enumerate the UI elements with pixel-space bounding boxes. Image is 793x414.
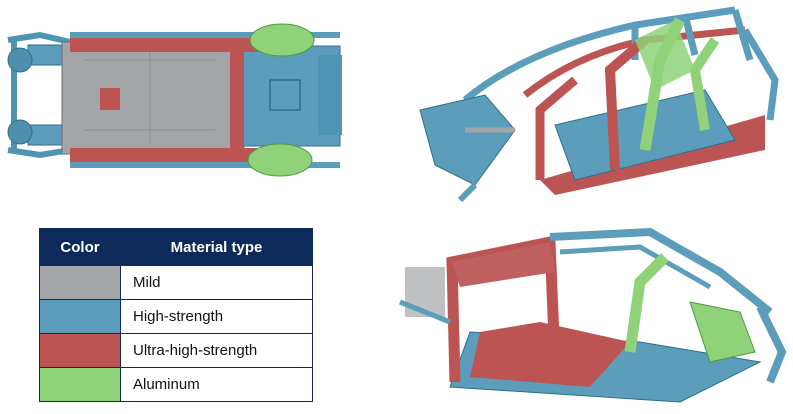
- legend-material-label: High-strength: [120, 299, 313, 334]
- b-pillar: [604, 36, 649, 171]
- tunnel-member: [100, 88, 120, 110]
- legend-header-material: Material type: [120, 228, 313, 266]
- side-sill-bottom: [70, 162, 340, 168]
- legend-color-swatch: [39, 299, 121, 334]
- shock-tower-bottom-aluminum: [247, 143, 313, 177]
- side-sill-top: [70, 32, 340, 38]
- isometric-body-view-rear: [399, 227, 787, 403]
- cross-member: [230, 52, 244, 148]
- legend-material-label: Ultra-high-strength: [120, 333, 313, 368]
- legend-color-swatch: [39, 265, 121, 300]
- legend-row: High-strength: [39, 299, 313, 334]
- legend-material-label: Mild: [120, 265, 313, 300]
- floor-panel-mild: [61, 41, 245, 155]
- isometric-body-view-front: [419, 6, 779, 203]
- roof-rail-front: [462, 6, 736, 103]
- top-view-body-diagram: [7, 23, 342, 177]
- rocker-rail-top: [70, 38, 270, 52]
- a-pillar: [535, 76, 578, 180]
- shock-tower-top-aluminum: [249, 23, 315, 57]
- legend-color-swatch: [39, 333, 121, 368]
- roof-rail: [549, 227, 773, 316]
- legend-material-label: Aluminum: [120, 367, 313, 402]
- front-structure: [419, 94, 516, 186]
- legend-row: Aluminum: [39, 367, 313, 402]
- legend-color-swatch: [39, 367, 121, 402]
- rocker-rail-bottom: [70, 148, 270, 162]
- legend-row: Ultra-high-strength: [39, 333, 313, 368]
- legend-header-color: Color: [39, 228, 121, 266]
- legend-row: Mild: [39, 265, 313, 300]
- rear-pillar-aluminum: [624, 253, 669, 353]
